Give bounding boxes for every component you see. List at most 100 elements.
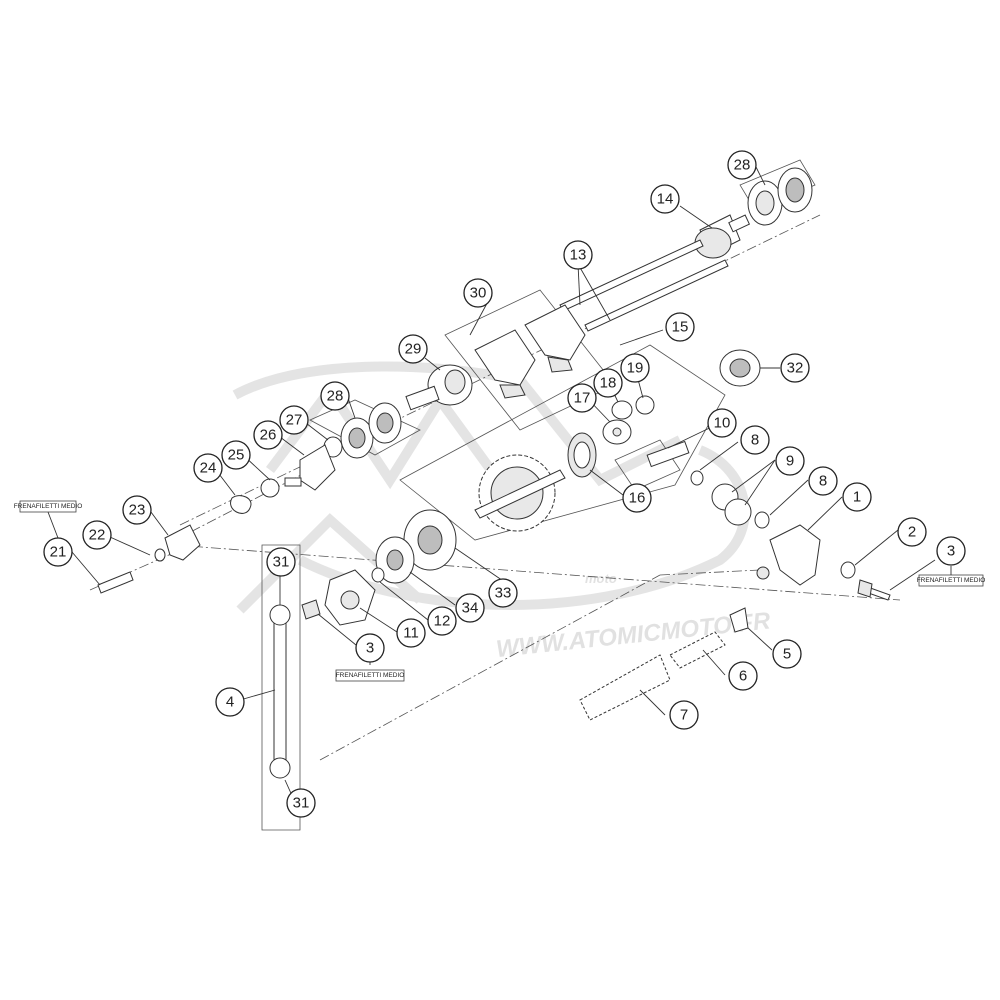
svg-text:28: 28 (327, 388, 344, 405)
callout-8-lower: 8 (808, 466, 838, 496)
bearing-34 (375, 536, 415, 584)
callout-32: 32 (780, 353, 810, 383)
bolt-21 (97, 571, 134, 594)
svg-text:12: 12 (434, 613, 451, 630)
thread-lock-tag-21: FRENAFILETTI MEDIO (14, 500, 83, 513)
callout-13: 13 (563, 240, 593, 270)
star-wheel-11 (324, 569, 376, 626)
thread-lock-tag-3-left: FRENAFILETTI MEDIO (335, 669, 405, 682)
callout-15: 15 (665, 312, 695, 342)
callout-29: 29 (398, 334, 428, 364)
callout-6: 6 (728, 661, 758, 691)
callout-30: 30 (463, 278, 493, 308)
svg-text:11: 11 (403, 625, 419, 642)
callout-5: 5 (772, 639, 802, 669)
bolt-3-right (857, 579, 891, 601)
bushing-25 (260, 477, 302, 498)
frame-4 (261, 544, 301, 831)
frame-10-9 (614, 439, 681, 491)
shift-drum-29 (405, 364, 473, 411)
svg-text:10: 10 (714, 415, 731, 432)
callout-3-left: 3 (355, 633, 385, 663)
callout-19: 19 (620, 353, 650, 383)
bearings-28-lower (340, 402, 402, 459)
callout-27: 27 (279, 405, 309, 435)
callout-3-right: 3 (936, 536, 966, 566)
svg-text:32: 32 (787, 360, 804, 377)
svg-text:34: 34 (462, 600, 479, 617)
circlip-19 (635, 395, 655, 415)
callout-9: 9 (775, 446, 805, 476)
svg-text:33: 33 (495, 585, 512, 602)
rod-4 (269, 604, 291, 779)
fork-rods-13 (559, 239, 729, 332)
svg-text:FRENAFILETTI MEDIO: FRENAFILETTI MEDIO (14, 503, 83, 510)
callout-1: 1 (842, 482, 872, 512)
svg-text:14: 14 (657, 191, 674, 208)
thread-lock-tag-3-right: FRENAFILETTI MEDIO (917, 574, 985, 587)
svg-text:1: 1 (853, 489, 861, 506)
shaft-10 (646, 440, 690, 468)
svg-text:18: 18 (600, 375, 617, 392)
shift-drum-end-14 (694, 214, 751, 259)
bushings-9 (711, 483, 752, 526)
washer-8-upper (690, 470, 704, 486)
svg-text:8: 8 (751, 432, 759, 449)
svg-text:24: 24 (200, 460, 217, 477)
svg-text:30: 30 (470, 285, 487, 302)
svg-text:6: 6 (739, 668, 747, 685)
svg-text:15: 15 (672, 319, 689, 336)
svg-text:3: 3 (366, 640, 374, 657)
callout-28-lower: 28 (320, 381, 350, 411)
svg-text:17: 17 (574, 390, 591, 407)
callout-10: 10 (707, 408, 737, 438)
callout-31-upper: 31 (266, 547, 296, 577)
svg-text:29: 29 (405, 341, 422, 358)
svg-text:7: 7 (680, 707, 688, 724)
svg-text:13: 13 (570, 247, 587, 264)
watermark-logo (232, 361, 750, 614)
spring-6 (669, 631, 726, 669)
washer-18 (611, 400, 633, 420)
callout-21: 21 (43, 537, 73, 567)
bolt-3-left (301, 599, 321, 620)
callout-7: 7 (669, 700, 699, 730)
callout-4: 4 (215, 687, 245, 717)
svg-text:25: 25 (228, 447, 245, 464)
svg-text:23: 23 (129, 502, 146, 519)
callout-25: 25 (221, 440, 251, 470)
bearing-32 (719, 349, 761, 387)
spring-24 (230, 495, 252, 514)
callout-2: 2 (897, 517, 927, 547)
bearing-28-upper (747, 167, 813, 226)
callout-8-upper: 8 (740, 425, 770, 455)
frame-15 (399, 344, 726, 541)
shift-forks-30 (474, 304, 586, 399)
washer-22 (154, 548, 166, 562)
spring-7 (579, 654, 671, 721)
callout-34: 34 (455, 593, 485, 623)
lever-1 (756, 524, 821, 586)
kickstart-gear (474, 454, 566, 532)
bearing-33 (403, 509, 457, 571)
svg-text:4: 4 (226, 694, 234, 711)
svg-text:21: 21 (50, 544, 67, 561)
callout-31-lower: 31 (286, 788, 316, 818)
thread-lock-tags: FRENAFILETTI MEDIO FRENAFILETTI MEDIO FR… (14, 500, 985, 682)
callout-23: 23 (122, 495, 152, 525)
callout-26: 26 (253, 420, 283, 450)
svg-text:2: 2 (908, 524, 916, 541)
washer-8-lower (754, 511, 770, 529)
svg-text:9: 9 (786, 453, 794, 470)
callout-24: 24 (193, 453, 223, 483)
washer-2 (840, 561, 856, 579)
cam-26 (299, 444, 336, 491)
callout-18: 18 (593, 368, 623, 398)
svg-text:3: 3 (947, 543, 955, 560)
callout-17: 17 (567, 383, 597, 413)
callout-28-upper: 28 (727, 150, 757, 180)
svg-text:FRENAFILETTI MEDIO: FRENAFILETTI MEDIO (336, 672, 405, 679)
callout-16: 16 (622, 483, 652, 513)
callout-12: 12 (427, 606, 457, 636)
